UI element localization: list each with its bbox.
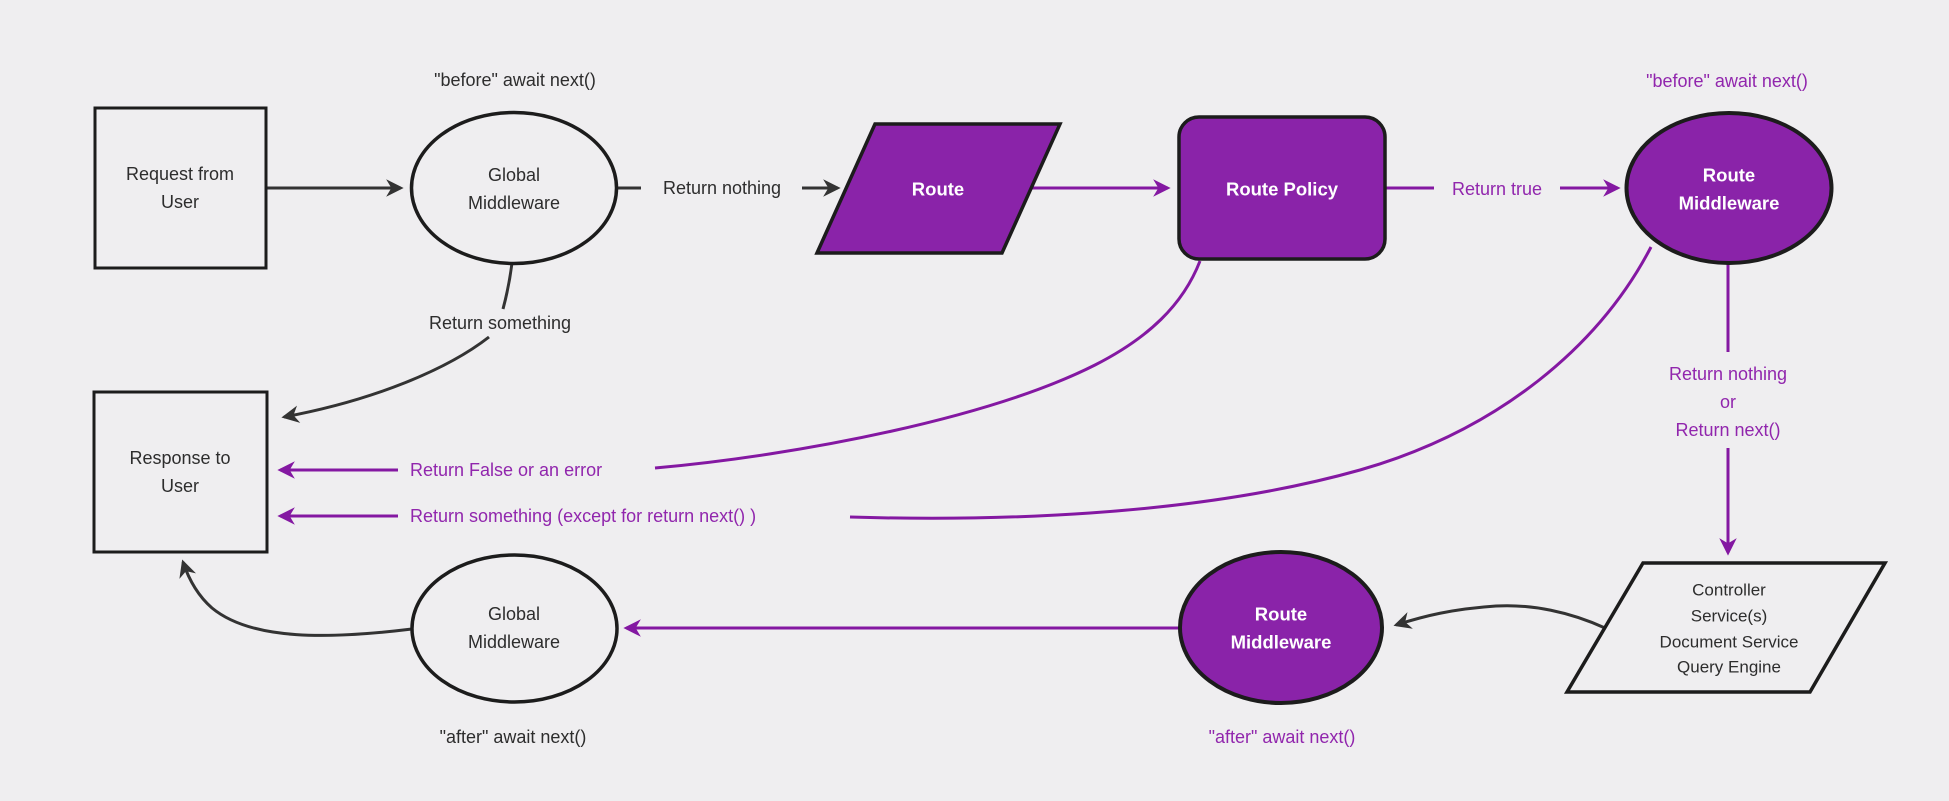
route-label: Route bbox=[912, 179, 964, 200]
route-policy-label: Route Policy bbox=[1226, 179, 1339, 200]
edge-labels: Return nothing Return true Return nothin… bbox=[410, 70, 1808, 747]
node-route-middleware-top: Route Middleware bbox=[1624, 111, 1834, 265]
node-route-policy: Route Policy bbox=[1177, 115, 1387, 261]
controller-label-line1: Controller bbox=[1692, 581, 1766, 600]
request-from-user-label-line2: User bbox=[161, 192, 199, 212]
edge-global-middleware-to-response bbox=[179, 559, 413, 637]
label-return-nothing-or-line1: Return nothing bbox=[1669, 364, 1787, 384]
edge-global-return-something-arrow bbox=[281, 335, 490, 423]
label-after-await-left: "after" await next() bbox=[440, 727, 587, 747]
label-return-nothing-or-line3: Return next() bbox=[1675, 420, 1780, 440]
node-global-middleware-top: Global Middleware bbox=[409, 110, 619, 266]
node-global-middleware-bottom: Global Middleware bbox=[410, 553, 619, 704]
label-return-false-or-error: Return False or an error bbox=[410, 460, 602, 480]
response-to-user-box bbox=[92, 390, 269, 554]
route-middleware-bottom-ellipse bbox=[1178, 550, 1384, 705]
label-before-await-right: "before" await next() bbox=[1646, 71, 1808, 91]
route-parallelogram bbox=[814, 122, 1063, 255]
response-to-user-label-line1: Response to bbox=[129, 448, 230, 468]
label-return-true: Return true bbox=[1452, 179, 1542, 199]
response-to-user-label-line2: User bbox=[161, 476, 199, 496]
node-route: Route bbox=[814, 122, 1063, 255]
label-return-nothing-or-line2: or bbox=[1720, 392, 1736, 412]
edge-controller-to-route-middleware bbox=[1393, 604, 1606, 630]
controller-label-line3: Document Service bbox=[1660, 633, 1799, 652]
node-response-to-user: Response to User bbox=[92, 390, 269, 554]
global-middleware-bottom-label-line2: Middleware bbox=[468, 632, 560, 652]
edge-global-return-something-stub bbox=[501, 262, 514, 310]
label-after-await-right: "after" await next() bbox=[1209, 727, 1356, 747]
route-middleware-bottom-label-line2: Middleware bbox=[1231, 632, 1332, 653]
edges bbox=[179, 179, 1737, 637]
global-middleware-top-label-line1: Global bbox=[488, 165, 540, 185]
label-before-await-top: "before" await next() bbox=[434, 70, 596, 90]
global-middleware-bottom-label-line1: Global bbox=[488, 604, 540, 624]
global-middleware-top-ellipse bbox=[409, 110, 619, 266]
route-middleware-top-ellipse bbox=[1624, 111, 1834, 265]
edge-middleware-return-something-curve bbox=[849, 246, 1653, 520]
node-request-from-user: Request from User bbox=[93, 106, 268, 270]
controller-parallelogram bbox=[1563, 561, 1889, 694]
route-middleware-top-label-line2: Middleware bbox=[1679, 193, 1780, 214]
label-return-nothing: Return nothing bbox=[663, 178, 781, 198]
request-from-user-box bbox=[93, 106, 268, 270]
edge-policy-return-false-curve bbox=[654, 260, 1202, 470]
global-middleware-bottom-ellipse bbox=[410, 553, 619, 704]
route-policy-box bbox=[1177, 115, 1387, 261]
label-return-something: Return something bbox=[429, 313, 571, 333]
request-from-user-label-line1: Request from bbox=[126, 164, 234, 184]
route-middleware-bottom-label-line1: Route bbox=[1255, 604, 1307, 625]
controller-label-line4: Query Engine bbox=[1677, 658, 1781, 677]
route-middleware-top-label-line1: Route bbox=[1703, 165, 1755, 186]
global-middleware-top-label-line2: Middleware bbox=[468, 193, 560, 213]
node-controller-services: Controller Service(s) Document Service Q… bbox=[1563, 561, 1889, 694]
label-return-something-except: Return something (except for return next… bbox=[410, 506, 756, 526]
node-route-middleware-bottom: Route Middleware bbox=[1178, 550, 1384, 705]
controller-label-line2: Service(s) bbox=[1691, 607, 1768, 626]
